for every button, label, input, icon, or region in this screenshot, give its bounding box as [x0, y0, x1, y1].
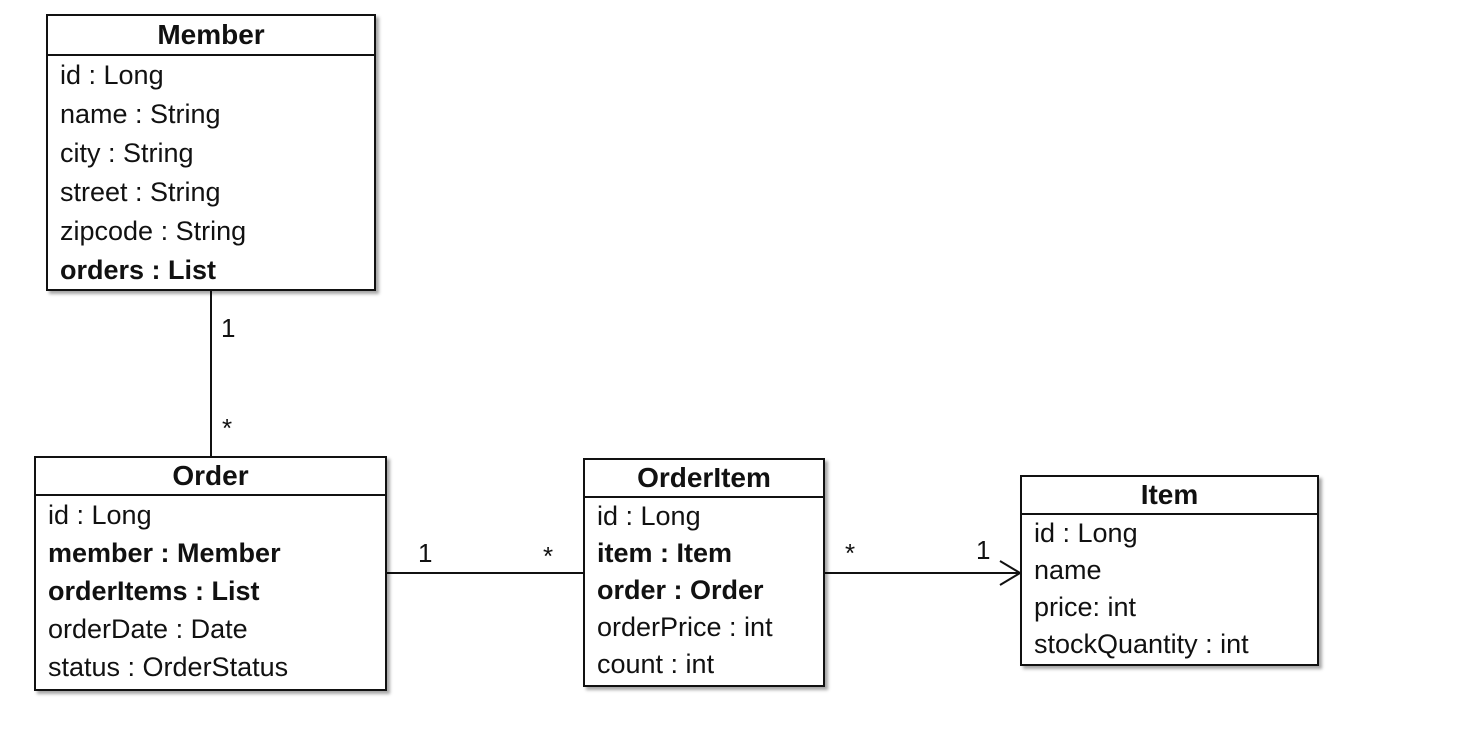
item-class-box[interactable]: Item id : Long name price: int stockQuan… — [1020, 475, 1319, 666]
item-class-name: Item — [1022, 477, 1317, 515]
orderitem-attr-orderprice: orderPrice : int — [597, 612, 773, 642]
member-attr-id: id : Long — [60, 60, 164, 90]
member-order-multiplicity-order-end: * — [222, 413, 233, 443]
member-attributes: id : Long name : String city : String st… — [48, 56, 374, 290]
order-orderitem-multiplicity-order-end: 1 — [418, 538, 433, 568]
item-attr-name: name — [1034, 555, 1102, 585]
orderitem-class-name: OrderItem — [585, 460, 823, 498]
member-class-name: Member — [48, 16, 374, 56]
order-orderitem-multiplicity-orderitem-end: * — [543, 541, 554, 571]
orderitem-item-multiplicity-item-end: 1 — [976, 535, 991, 565]
order-class-name: Order — [36, 458, 385, 496]
orderitem-attr-count: count : int — [597, 649, 715, 679]
orderitem-item-multiplicity-orderitem-end: * — [845, 538, 856, 568]
member-attr-name: name : String — [60, 99, 221, 129]
item-attr-stockquantity: stockQuantity : int — [1034, 629, 1249, 659]
order-attr-id: id : Long — [48, 499, 152, 530]
order-attr-member: member : Member — [48, 537, 281, 568]
member-attr-street: street : String — [60, 177, 221, 207]
orderitem-class-box[interactable]: OrderItem id : Long item : Item order : … — [583, 458, 825, 687]
member-class-box[interactable]: Member id : Long name : String city : St… — [46, 14, 376, 291]
order-attr-status: status : OrderStatus — [48, 651, 289, 682]
order-attributes: id : Long member : Member orderItems : L… — [36, 496, 385, 686]
orderitem-attr-order: order : Order — [597, 575, 764, 605]
member-attr-city: city : String — [60, 138, 194, 168]
orderitem-attr-id: id : Long — [597, 501, 701, 531]
item-attr-id: id : Long — [1034, 518, 1138, 548]
item-attributes: id : Long name price: int stockQuantity … — [1022, 515, 1317, 663]
item-attr-price: price: int — [1034, 592, 1137, 622]
member-order-multiplicity-member-end: 1 — [221, 313, 236, 343]
member-attr-zipcode: zipcode : String — [60, 216, 247, 246]
order-attr-orderitems: orderItems : List — [48, 575, 260, 606]
member-attr-orders: orders : List — [60, 255, 217, 285]
orderitem-attr-item: item : Item — [597, 538, 733, 568]
order-attr-orderdate: orderDate : Date — [48, 613, 248, 644]
orderitem-attributes: id : Long item : Item order : Order orde… — [585, 498, 823, 683]
order-class-box[interactable]: Order id : Long member : Member orderIte… — [34, 456, 387, 691]
